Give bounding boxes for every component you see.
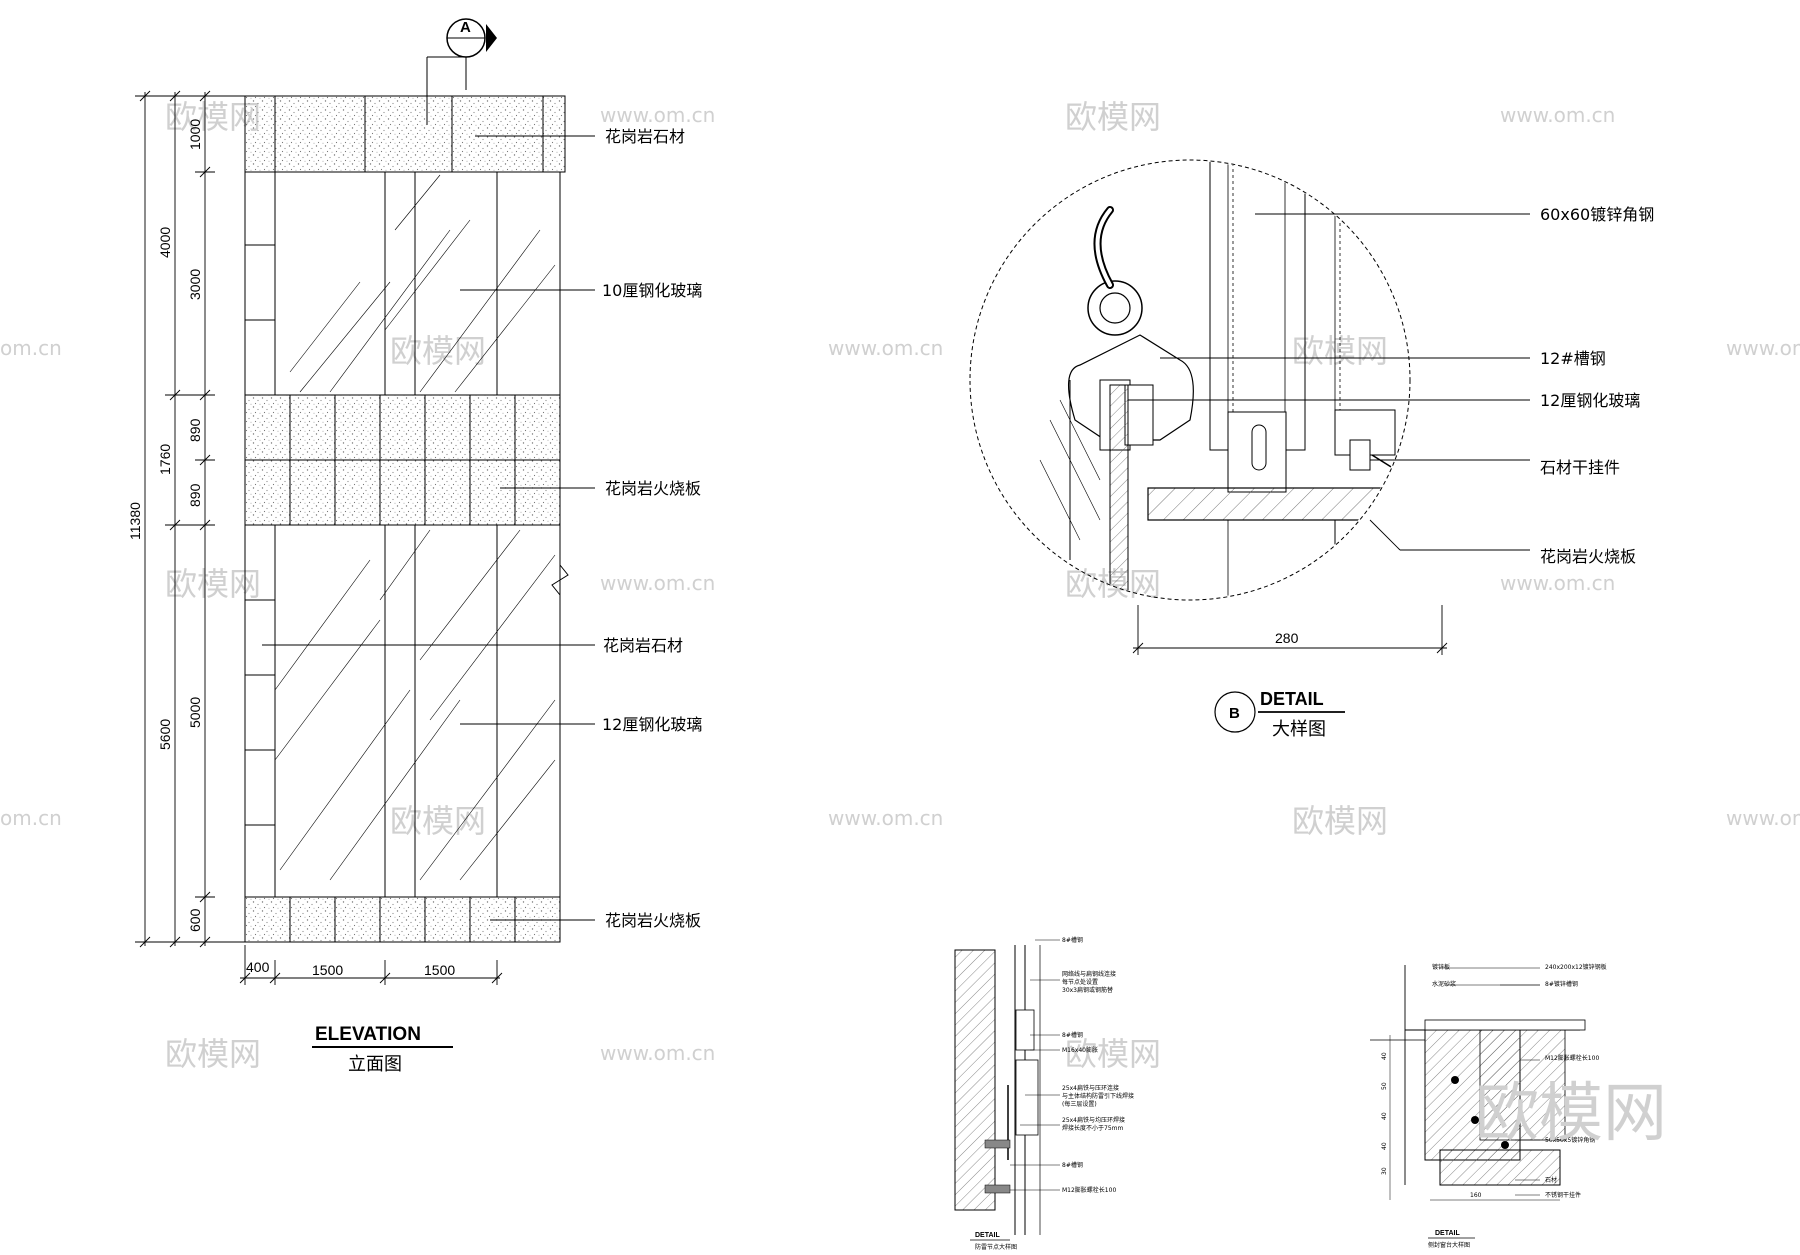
note: 与主体结构防雷引下线焊接 — [1062, 1092, 1134, 1100]
dim-5000: 5000 — [187, 697, 203, 728]
note: 每节点处设置 — [1062, 978, 1098, 986]
dim-1500-right: 1500 — [424, 962, 455, 978]
granite-flamed-slab — [1147, 487, 1409, 521]
label-tempered-glass-10: 10厘钢化玻璃 — [602, 281, 702, 300]
label-granite-flamed-slab: 花岗岩火烧板 — [1540, 547, 1636, 566]
label-granite-stone: 花岗岩石材 — [605, 127, 685, 146]
detail-b-title-cn: 大样图 — [1272, 719, 1326, 740]
note: 8#槽钢 — [1062, 936, 1083, 944]
note: 水泥砂浆 — [1432, 980, 1456, 988]
note: 25x4扁铁与压环连接 — [1062, 1084, 1119, 1092]
dim-1500-left: 1500 — [312, 962, 343, 978]
dim: 40 — [1381, 1052, 1388, 1060]
dim-160: 160 — [1470, 1192, 1482, 1199]
watermark-url: www.om.cn — [1726, 336, 1800, 360]
note: M12膨胀螺栓长100 — [1062, 1186, 1116, 1194]
dim-1760: 1760 — [157, 444, 173, 475]
dim-total-height: 11380 — [127, 502, 143, 540]
note: 石材 — [1545, 1176, 1557, 1184]
dim-890-lower: 890 — [187, 483, 203, 507]
label-channel-steel-12: 12#槽钢 — [1540, 349, 1606, 368]
watermark-url: www.om.cn — [600, 571, 715, 595]
elevation-horizontal-dimensions — [239, 945, 503, 985]
watermark-url: om.cn — [0, 336, 62, 360]
note: 8#槽钢 — [1062, 1161, 1083, 1169]
watermark-url: www.om.cn — [828, 806, 943, 830]
note: 网络线与扁钢线连接 — [1062, 970, 1116, 978]
watermark-url: www.om.cn — [1500, 103, 1615, 127]
note: 不锈钢干挂件 — [1545, 1191, 1581, 1199]
detail-lightning-node: 8#槽钢 网络线与扁钢线连接 每节点处设置 30x3扁钢或钢筋替 8#槽钢 M1… — [954, 936, 1134, 1251]
note: (每三层设置) — [1062, 1100, 1097, 1108]
watermark-brand: 欧模网 — [390, 332, 486, 370]
dim: 40 — [1381, 1142, 1388, 1150]
watermark-brand: 欧模网 — [390, 802, 486, 840]
elevation-vertical-dimensions — [135, 90, 245, 948]
granite-top-band — [244, 95, 566, 173]
watermark-brand: 欧模网 — [1292, 802, 1388, 840]
detail-marker-circle — [1214, 691, 1256, 733]
watermark-brand: 欧模网 — [1065, 98, 1161, 136]
dim: 40 — [1381, 1112, 1388, 1120]
granite-side-panel — [1412, 145, 1452, 455]
label-tempered-glass-12: 12厘钢化玻璃 — [602, 715, 702, 734]
watermark-brand: 欧模网 — [1065, 1035, 1161, 1073]
section-marker-letter: A — [460, 19, 471, 36]
label-galvanized-angle-steel: 60x60镀锌角钢 — [1540, 205, 1654, 224]
tempered-glass-12-lower — [274, 524, 569, 898]
label-granite-flamed: 花岗岩火烧板 — [605, 479, 701, 498]
note: 30x3扁钢或钢筋替 — [1062, 986, 1113, 994]
note: 焊接长度不小于75mm — [1062, 1124, 1123, 1132]
note: 50x50x5镀锌角钢 — [1545, 1136, 1595, 1144]
detail-b-drawing: 60x60镀锌角钢 12#槽钢 12厘钢化玻璃 石材干挂件 花岗岩火烧板 280… — [969, 145, 1654, 740]
granite-flamed-band-bottom — [244, 896, 561, 943]
label-tempered-glass-12: 12厘钢化玻璃 — [1540, 391, 1640, 410]
detail-small-1-title-en: DETAIL — [975, 1232, 1000, 1239]
dim-400: 400 — [246, 959, 270, 975]
elevation-title-cn: 立面图 — [348, 1054, 402, 1075]
watermark-brand-large: 欧模网 — [1475, 1077, 1667, 1151]
detail-marker-letter: B — [1229, 705, 1240, 722]
watermark-url: www.om.cn — [828, 336, 943, 360]
label-stone-dry-hanger: 石材干挂件 — [1540, 458, 1620, 477]
dim-280: 280 — [1275, 630, 1299, 646]
section-marker-a: A — [426, 18, 497, 125]
dim-890-upper: 890 — [187, 418, 203, 442]
tempered-glass-12-section — [1109, 384, 1129, 599]
tempered-glass-10-upper — [274, 171, 561, 396]
watermark-url: om.cn — [0, 806, 62, 830]
dim: 30 — [1381, 1167, 1388, 1175]
label-granite-stone: 花岗岩石材 — [603, 636, 683, 655]
note: 镀锌板 — [1432, 963, 1450, 971]
watermark-brand: 欧模网 — [165, 1035, 261, 1073]
watermark-url: www.om.cn — [1726, 806, 1800, 830]
note: 8#槽钢 — [1062, 1031, 1083, 1039]
detail-small-2-title-cn: 侧封窗台大样图 — [1428, 1241, 1470, 1249]
detail-small-2-title-en: DETAIL — [1435, 1230, 1460, 1237]
detail-b-title-en: DETAIL — [1260, 689, 1324, 709]
watermark-url: www.om.cn — [600, 103, 715, 127]
detail-window-sill: 镀锌板 240x200x12镀锌钢板 水泥砂浆 8#镀锌槽钢 M12膨胀螺栓长1… — [1370, 963, 1607, 1249]
note: 25x4扁铁与均压环焊接 — [1062, 1116, 1125, 1124]
dim-5600: 5600 — [157, 719, 173, 750]
elevation-drawing: A — [127, 18, 702, 1075]
dim-4000: 4000 — [157, 227, 173, 258]
note: M16x40膨胀 — [1062, 1046, 1098, 1054]
label-granite-flamed: 花岗岩火烧板 — [605, 911, 701, 930]
elevation-title-en: ELEVATION — [315, 1024, 421, 1045]
dim-3000: 3000 — [187, 269, 203, 300]
dim: 50 — [1381, 1082, 1388, 1090]
dim-600: 600 — [187, 908, 203, 932]
dim-1000: 1000 — [187, 119, 203, 150]
note: 240x200x12镀锌钢板 — [1545, 963, 1607, 971]
detail-small-1-title-cn: 防雷节点大样图 — [975, 1243, 1017, 1251]
watermark-brand: 欧模网 — [165, 565, 261, 603]
watermark-url: www.om.cn — [1500, 571, 1615, 595]
granite-side-strip — [244, 171, 276, 898]
note: M12膨胀螺栓长100 — [1545, 1054, 1599, 1062]
detail-boundary-circle — [969, 159, 1411, 601]
note: 8#镀锌槽钢 — [1545, 980, 1578, 988]
watermark-url: www.om.cn — [600, 1041, 715, 1065]
